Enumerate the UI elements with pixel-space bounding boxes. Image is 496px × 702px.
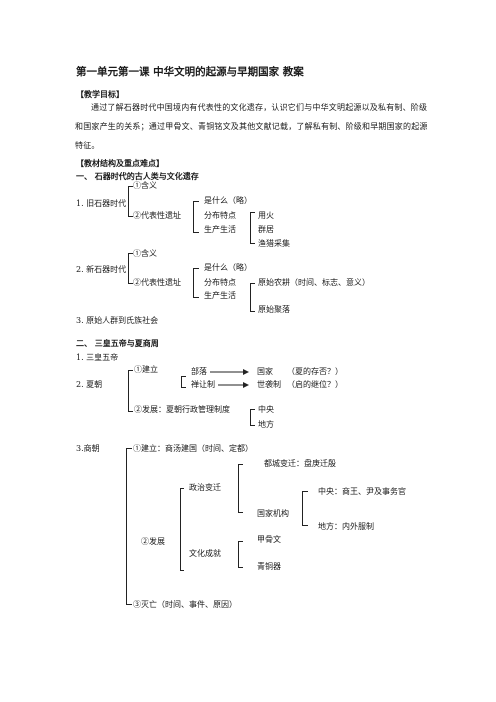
paleolithic-sites: ②代表性遗址 [133,211,181,220]
paleolithic-hunting: 渔猎采集 [258,239,290,248]
bracket-line [238,541,239,567]
bracket-line [126,604,132,605]
bracket-line [250,311,255,312]
xia-development: ②发展：夏朝行政管理制度 [134,405,230,414]
xia-central: 中央 [258,405,274,414]
section1-title: 一、 石器时代的古人类与文化遗存 [76,171,199,181]
bracket-line [180,488,181,570]
paleolithic-distribution: 分布特点 [204,211,236,220]
bracket-line [193,232,199,233]
paleolithic-life: 生产生活 [204,225,236,234]
bracket-line [302,491,303,525]
bracket-line [238,512,243,513]
paleolithic-group: 群居 [258,225,274,234]
bracket-line [181,376,186,377]
neolithic-what: 是什么（略） [204,263,252,272]
bracket-line [193,268,194,297]
shang-bronze: 青铜器 [257,562,281,571]
shang-politics: 政治变迁 [189,483,221,492]
section2-title: 二、 三皇五帝与夏商周 [76,338,159,348]
goals-heading: 【教学目标】 [76,89,124,99]
clan-society: 3. 原始人群到氏族社会 [76,316,159,325]
shang-local: 地方：内外服制 [318,522,374,531]
bracket-line [250,425,255,426]
bracket-line [250,283,251,311]
shang-capital-move: 都城变迁：盘庚迁殷 [264,459,336,468]
bracket-line [193,201,199,202]
three-sovereigns: 1. 三皇五帝 [76,353,119,362]
shang-fall: ③灭亡（时间、事件、原因） [133,600,237,609]
page-title: 第一单元第一课 中华文明的起源与早期国家 教案 [76,66,304,78]
paleolithic-what: 是什么（略） [204,196,252,205]
bracket-line [193,297,199,298]
bracket-line [250,409,255,410]
shang-institutions: 国家机构 [257,509,289,518]
xia-succession-question: （启的继位？） [287,380,343,389]
bracket-line [238,541,243,542]
bracket-line [302,491,308,492]
neolithic-distribution: 分布特点 [204,278,236,287]
xia-tribe: 部落 [191,367,207,376]
bracket-line [250,409,251,425]
paleolithic-fire: 用火 [258,211,274,220]
xia-existence-question: （夏的存否？） [287,367,343,376]
neolithic-label: 2. 新石器时代 [76,265,127,274]
bracket-line [126,448,127,604]
bracket-line [128,186,133,187]
bracket-line [238,567,243,568]
neolithic-sites: ②代表性遗址 [133,278,181,287]
bracket-line [128,411,133,412]
bracket-line [128,253,133,254]
shang-founding: ①建立：商汤建国（时间、定都） [133,444,253,453]
bracket-line [238,464,239,512]
bracket-line [181,387,186,388]
xia-hereditary: 世袭制 [257,380,281,389]
neolithic-farming: 原始农耕（时间、标志、意义） [258,278,370,287]
bracket-line [250,283,255,284]
bracket-line [193,268,199,269]
paleolithic-label: 1. 旧石器时代 [76,199,127,208]
xia-state: 国家 [257,367,273,376]
bracket-line [181,376,182,387]
bracket-line [128,186,129,216]
bracket-line [193,201,194,232]
xia-founding: ①建立 [134,365,158,374]
bracket-line [302,525,308,526]
shang-development: ②发展 [141,537,165,546]
structure-heading: 【教材结构及重点难点】 [76,158,164,168]
bracket-line [180,488,184,489]
bracket-line [250,212,255,213]
bracket-line [128,370,133,371]
shang-culture: 文化成就 [189,549,221,558]
bracket-line [180,570,184,571]
shang-central: 中央：商王、尹及事务官 [318,487,406,496]
neolithic-life: 生产生活 [204,291,236,300]
goals-paragraph: 通过了解石器时代中国境内有代表性的文化遗存，认识它们与中华文明起源以及私有制、阶… [75,103,428,150]
bracket-line [128,253,129,283]
bracket-line [128,216,133,217]
bracket-line [238,464,243,465]
bracket-line [128,283,133,284]
neolithic-meaning: ①含义 [133,249,157,258]
neolithic-settlement: 原始聚落 [258,305,290,314]
shang-label: 3.商朝 [76,444,100,453]
shang-oracle-bones: 甲骨文 [257,535,281,544]
xia-local: 地方 [258,420,274,429]
bracket-line [128,370,129,411]
bracket-line [126,448,132,449]
xia-abdication: 禅让制 [191,380,215,389]
xia-label: 2. 夏朝 [76,380,103,389]
bracket-line [250,212,251,243]
bracket-line [250,243,255,244]
paleolithic-meaning: ①含义 [133,181,157,190]
